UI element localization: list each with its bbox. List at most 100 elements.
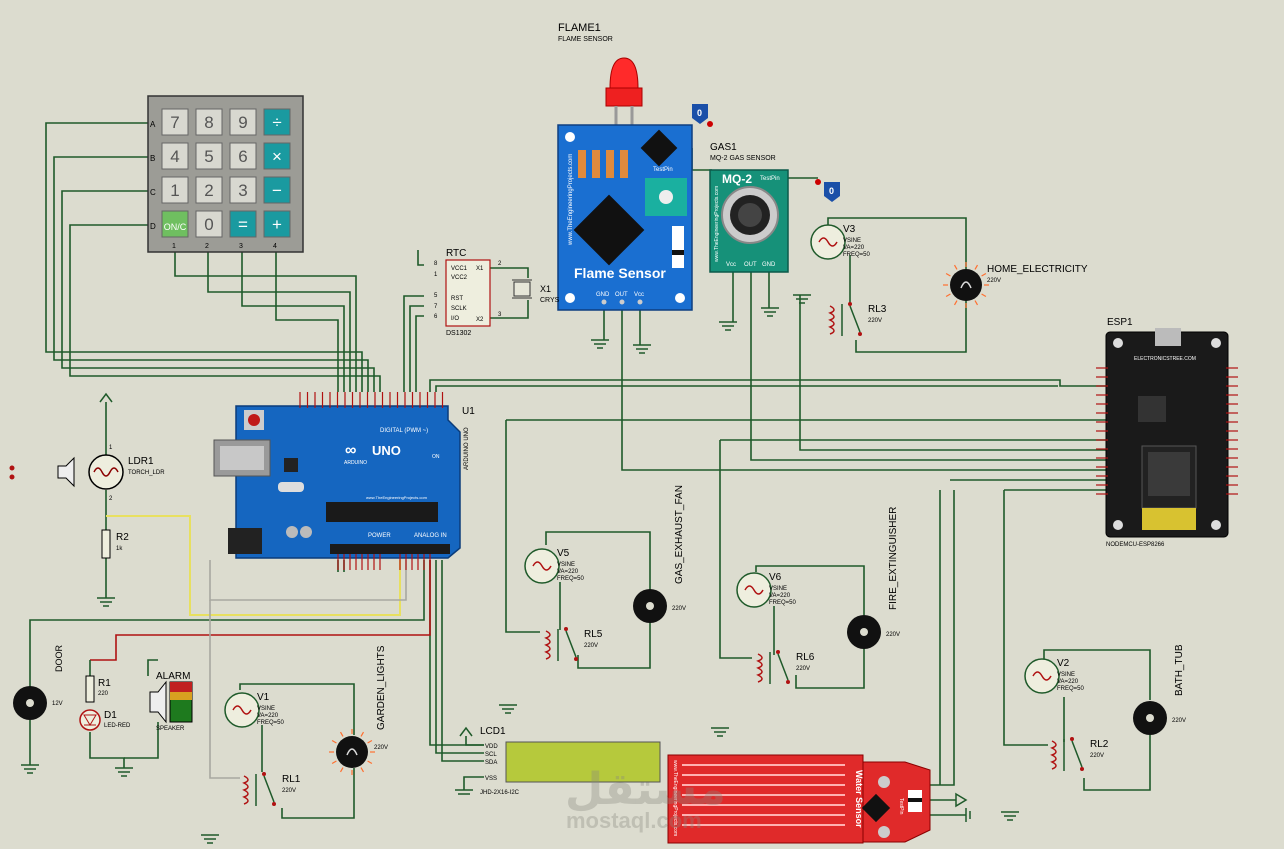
source-va: VA=220 xyxy=(557,569,579,575)
source-va: VA=220 xyxy=(843,245,865,251)
flame-led-icon xyxy=(609,57,639,89)
arduino-on-label: ON xyxy=(432,454,440,460)
rtc-pin-rst: RST xyxy=(451,296,463,302)
water-sensor: Water Sensor www.TheEngineeringProjects.… xyxy=(667,754,971,844)
ldr-pin-2: 2 xyxy=(109,496,113,502)
keypad-key[interactable]: 8 xyxy=(195,108,223,136)
flame-ref: FLAME1 xyxy=(558,22,601,34)
keypad-key[interactable]: 1 xyxy=(161,176,189,204)
rtc-pin-x1: X1 xyxy=(476,266,484,272)
keypad-row-a: A xyxy=(150,120,156,129)
motor: FIRE_EXTINGUISHER 220V xyxy=(847,507,900,649)
lcd-part: JHD-2X16-I2C xyxy=(480,790,520,796)
lamp-value: 220V xyxy=(987,278,1001,284)
ground-icon xyxy=(591,339,609,349)
keypad-key[interactable]: 6 xyxy=(229,142,257,170)
gas-pin-gnd: GND xyxy=(762,262,776,268)
keypad-key-label: ON/C xyxy=(164,222,187,232)
ground-icon xyxy=(201,834,219,844)
keypad-key[interactable]: 4 xyxy=(161,142,189,170)
flame-pin-out: OUT xyxy=(615,292,628,298)
arduino-digital-label: DIGITAL (PWM ~) xyxy=(380,428,428,434)
rtc-ds1302: RTC VCC1 VCC2 RST SCLK I/O X1 X2 8 1 5 7… xyxy=(434,248,560,337)
keypad-key[interactable]: ON/C xyxy=(161,210,189,238)
source-ref: V2 xyxy=(1057,658,1070,669)
keypad-key[interactable]: − xyxy=(263,176,291,204)
source-ref: V5 xyxy=(557,548,570,559)
keypad-key[interactable]: 9 xyxy=(229,108,257,136)
source-freq: FREQ=50 xyxy=(1057,686,1085,692)
flame-label: Flame Sensor xyxy=(574,265,666,281)
arduino-ref: U1 xyxy=(462,406,475,417)
watermark: مستقل mostaql.com xyxy=(565,764,726,833)
keypad-key[interactable]: = xyxy=(229,210,257,238)
relay-ref: RL2 xyxy=(1090,739,1109,750)
lamp-icon xyxy=(336,736,368,768)
lcd-pin-vss: VSS xyxy=(485,776,497,782)
source-type: VSINE xyxy=(257,706,275,712)
lamp-value: 220V xyxy=(374,745,388,751)
source-va: VA=220 xyxy=(257,713,279,719)
r2-value: 1k xyxy=(116,546,123,552)
water-label: Water Sensor xyxy=(854,770,864,828)
keypad-key[interactable]: 5 xyxy=(195,142,223,170)
keypad-key[interactable]: + xyxy=(263,210,291,238)
ground-icon xyxy=(719,321,737,331)
ground-icon xyxy=(499,704,517,714)
keypad-key[interactable]: ÷ xyxy=(263,108,291,136)
motor-label: GAS_EXHAUST_FAN xyxy=(674,485,685,584)
gas-sensor: GAS1 MQ-2 GAS SENSOR MQ-2 TestPin www.Th… xyxy=(709,142,840,273)
motor-label: FIRE_EXTINGUISHER xyxy=(888,507,899,610)
source-freq: FREQ=50 xyxy=(557,576,585,582)
gas-pin-out: OUT xyxy=(744,262,757,268)
esp-brand: ELECTRONICSTREE.COM xyxy=(1134,356,1196,362)
crystal-sub: CRYS xyxy=(540,297,560,304)
gas-testpin: TestPin xyxy=(760,176,780,182)
keypad-key-label: 0 xyxy=(204,215,213,234)
keypad-key[interactable]: 0 xyxy=(195,210,223,238)
arduino-part: ARDUINO UNO xyxy=(464,427,470,470)
arduino-logo-icon: ∞ xyxy=(345,442,356,459)
arduino-sub: ARDUINO xyxy=(344,460,367,466)
water-site: www.TheEngineeringProjects.com xyxy=(672,760,678,836)
relay-coil-icon xyxy=(544,630,551,660)
source-ref: V6 xyxy=(769,572,782,583)
relay-value: 220V xyxy=(282,788,296,794)
source-va: VA=220 xyxy=(1057,679,1079,685)
source-ref: V1 xyxy=(257,692,270,703)
keypad-key-label: − xyxy=(272,181,282,200)
source-ref: V3 xyxy=(843,224,856,235)
keypad-col-1: 1 xyxy=(172,243,176,250)
keypad-key-label: = xyxy=(238,215,248,234)
r1-ref: R1 xyxy=(98,678,111,689)
rtc-pin-vcc1: VCC1 xyxy=(451,266,468,272)
lcd-display: LCD1 VDD SCL SDA VSS JHD-2X16-I2C xyxy=(455,726,661,796)
d1-ref: D1 xyxy=(104,710,117,721)
keypad-key-label: ÷ xyxy=(272,113,281,132)
keypad-col-4: 4 xyxy=(273,243,277,250)
keypad-key[interactable]: 3 xyxy=(229,176,257,204)
keypad-key[interactable]: 2 xyxy=(195,176,223,204)
crystal-icon xyxy=(513,281,531,297)
keypad-key-label: + xyxy=(272,215,282,234)
motor-value: 220V xyxy=(1172,718,1186,724)
keypad-key[interactable]: × xyxy=(263,142,291,170)
ground-icon xyxy=(633,344,651,354)
source-type: VSINE xyxy=(843,238,861,244)
d1-desc: LED-RED xyxy=(104,723,131,729)
rtc-ref: RTC xyxy=(446,248,466,259)
keypad-key[interactable]: 7 xyxy=(161,108,189,136)
keypad-key-label: 1 xyxy=(170,181,179,200)
keypad-col-2: 2 xyxy=(205,243,209,250)
motor-value: 220V xyxy=(886,632,900,638)
rtc-num-6: 6 xyxy=(434,314,438,320)
relay-value: 220V xyxy=(1090,753,1104,759)
ground-icon xyxy=(761,307,779,317)
gas-probe-value: 0 xyxy=(829,186,834,196)
ground-icon xyxy=(793,294,811,304)
arduino-uno: U1 ARDUINO UNO ∞ UNO ARDUINO DIGITAL (PW… xyxy=(213,392,475,570)
rtc-pin-io: I/O xyxy=(451,316,459,322)
